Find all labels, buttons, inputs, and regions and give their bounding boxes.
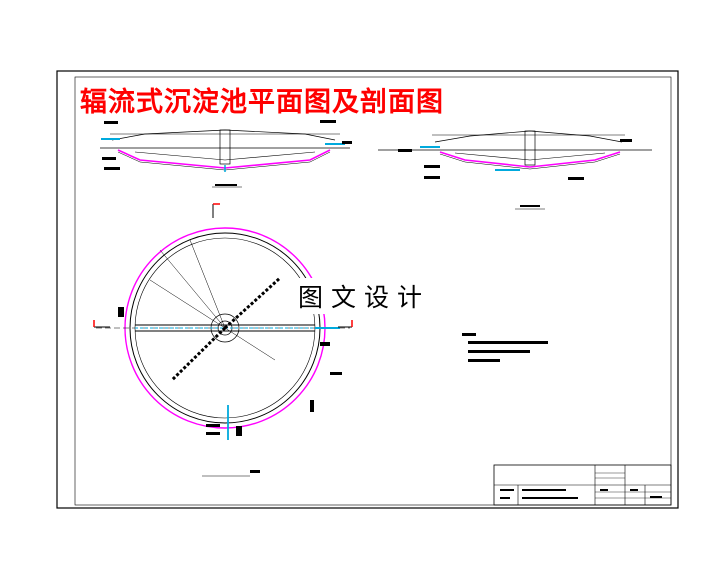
drawing-title: 辐流式沉淀池平面图及剖面图 [80, 87, 444, 118]
section-view-2 [378, 130, 652, 210]
notes-block [462, 333, 548, 362]
title-block [493, 464, 672, 506]
outer-border [56, 70, 679, 509]
watermark-text: 图文设计 [292, 278, 437, 314]
inner-border [74, 76, 672, 506]
section-view-1 [100, 120, 352, 188]
plan-view [93, 203, 353, 477]
